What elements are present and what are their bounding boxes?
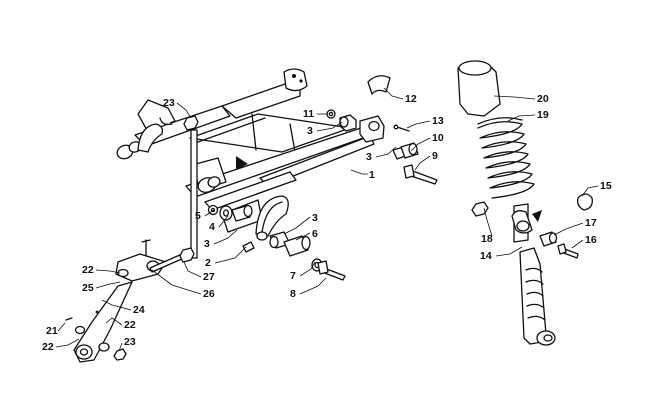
leader-line-c6 [295, 232, 311, 241]
leader-line-c9 [414, 155, 431, 171]
callout-label-c4: 4 [209, 221, 215, 233]
leader-line-c5 [204, 209, 215, 217]
leader-line-c27 [183, 261, 202, 278]
callout-label-c1: 1 [369, 169, 375, 181]
callout-label-c12: 12 [405, 93, 417, 105]
leader-line-c14 [495, 246, 523, 257]
callout-label-c18: 18 [481, 233, 493, 245]
leader-line-c21 [57, 322, 66, 332]
lower-bracket-link [65, 239, 195, 363]
callout-label-c26: 26 [203, 288, 215, 300]
leader-line-c23b [118, 342, 123, 352]
leader-line-c1 [350, 169, 368, 175]
callout-label-c27: 27 [203, 271, 215, 283]
callout-label-c14: 14 [480, 250, 492, 262]
leader-line-c2 [214, 246, 247, 264]
callout-label-c2: 2 [205, 257, 211, 269]
leader-line-c25 [95, 281, 121, 289]
callout-labels: 1233334567891011121314151617181920212222… [42, 93, 612, 353]
spring [477, 117, 535, 199]
leader-line-c15 [581, 185, 599, 197]
callout-label-c10: 10 [432, 132, 444, 144]
callout-label-c8: 8 [290, 288, 296, 300]
leader-line-c23a [176, 102, 192, 119]
leader-line-c16 [571, 239, 584, 249]
callout-label-c13: 13 [432, 115, 444, 127]
leader-line-c3b [375, 146, 397, 158]
callout-label-c20: 20 [537, 93, 549, 105]
callout-label-c19: 19 [537, 109, 549, 121]
leader-line-c17 [553, 222, 584, 236]
leader-line-c22b [105, 317, 123, 326]
callout-label-c3b: 3 [366, 151, 372, 163]
callout-label-c17: 17 [585, 217, 597, 229]
leader-line-c19 [507, 114, 536, 122]
callout-label-c9: 9 [432, 150, 438, 162]
leader-line-c24 [101, 299, 132, 311]
callout-label-c11: 11 [303, 108, 314, 120]
leader-line-c13 [406, 120, 431, 129]
callout-label-c23b: 23 [124, 336, 136, 348]
callout-label-c22a: 22 [82, 264, 94, 276]
callout-leaders [55, 87, 599, 352]
leader-line-c12 [383, 87, 404, 100]
callout-label-c21: 21 [46, 325, 58, 337]
callout-label-c16: 16 [585, 234, 597, 246]
callout-label-c6: 6 [312, 228, 318, 240]
callout-label-c3a: 3 [307, 125, 313, 137]
leader-line-c26 [151, 269, 202, 295]
callout-label-c25: 25 [82, 282, 94, 294]
callout-label-c24: 24 [133, 304, 145, 316]
a-arm-hardware [183, 75, 438, 281]
leader-line-c4 [218, 215, 229, 228]
leader-line-c7 [299, 261, 316, 277]
leader-line-c3a [316, 121, 343, 132]
shock-absorber-assembly [457, 60, 593, 346]
callout-label-c3d: 3 [312, 212, 318, 224]
callout-label-c22c: 22 [42, 341, 54, 353]
leader-line-c3d [283, 216, 311, 235]
a-arm-assembly [116, 68, 385, 259]
leader-line-c10 [410, 137, 431, 152]
callout-label-c22b: 22 [124, 319, 136, 331]
leader-line-c18 [483, 207, 493, 237]
leader-line-c20 [493, 95, 536, 100]
callout-label-c5: 5 [195, 210, 201, 222]
callout-label-c7: 7 [290, 270, 296, 282]
leader-line-c22a [95, 269, 121, 274]
leader-line-c22c [55, 338, 80, 348]
callout-label-c15: 15 [600, 180, 612, 192]
callout-label-c3c: 3 [204, 238, 210, 250]
leader-line-c3c [213, 229, 238, 245]
leader-line-c8 [299, 277, 327, 295]
callout-label-c23a: 23 [163, 97, 175, 109]
